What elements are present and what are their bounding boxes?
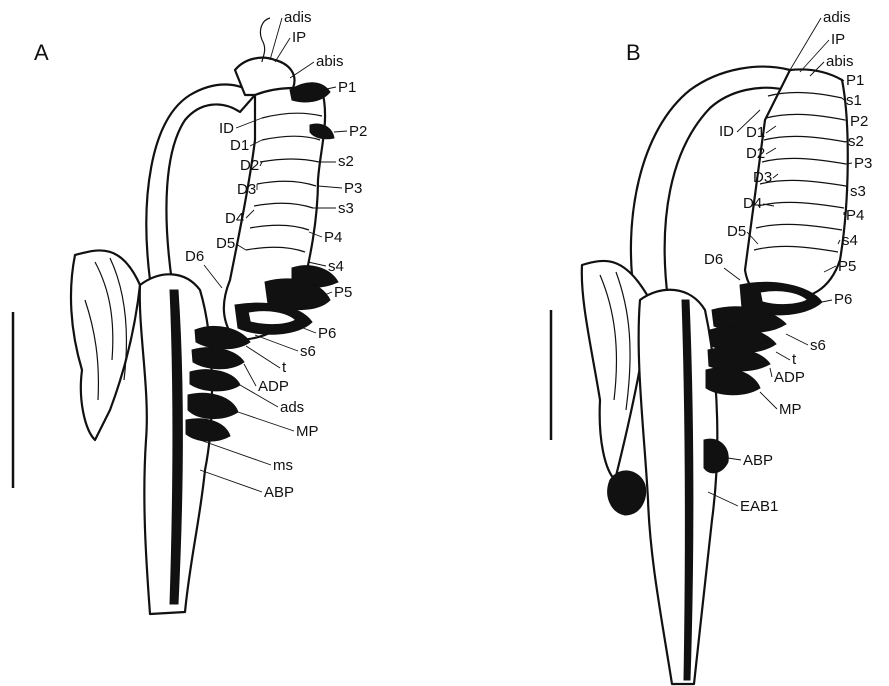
label-b-D1: D1 — [746, 124, 765, 141]
label-b-P6: P6 — [834, 291, 852, 308]
label-a-P4: P4 — [324, 229, 342, 246]
label-a-ID: ID — [219, 120, 234, 137]
lobe-mp-b — [706, 368, 760, 395]
label-a-ABP: ABP — [264, 484, 294, 501]
label-a-s4: s4 — [328, 258, 344, 275]
label-a-P2: P2 — [349, 123, 367, 140]
label-a-ms: ms — [273, 457, 293, 474]
label-a-abis: abis — [316, 53, 344, 70]
label-a-D2: D2 — [240, 157, 259, 174]
label-b-adis: adis — [823, 9, 851, 26]
label-a-t: t — [282, 359, 287, 376]
label-a-s3: s3 — [338, 200, 354, 217]
label-a-adis: adis — [284, 9, 312, 26]
label-b-ID: ID — [719, 123, 734, 140]
label-b-s2: s2 — [848, 133, 864, 150]
label-b-D3: D3 — [753, 169, 772, 186]
label-a-ads: ads — [280, 399, 304, 416]
label-b-abis: abis — [826, 53, 854, 70]
label-b-s6: s6 — [810, 337, 826, 354]
label-a-P3: P3 — [344, 180, 362, 197]
label-a-s6: s6 — [300, 343, 316, 360]
lobe-abp-b — [704, 439, 728, 473]
label-b-P5: P5 — [838, 258, 856, 275]
label-a-MP: MP — [296, 423, 319, 440]
label-b-D6: D6 — [704, 251, 723, 268]
panel-letter-b: B — [626, 40, 641, 65]
label-a-s2: s2 — [338, 153, 354, 170]
label-b-P3: P3 — [854, 155, 872, 172]
label-b-s1: s1 — [846, 92, 862, 109]
label-a-IP: IP — [292, 29, 306, 46]
label-b-MP: MP — [779, 401, 802, 418]
label-a-P5: P5 — [334, 284, 352, 301]
label-b-P2: P2 — [850, 113, 868, 130]
label-b-ADP: ADP — [774, 369, 805, 386]
label-a-D6: D6 — [185, 248, 204, 265]
label-b-s3: s3 — [850, 183, 866, 200]
label-a-D5: D5 — [216, 235, 235, 252]
label-a-D1: D1 — [230, 137, 249, 154]
label-b-EAB1: EAB1 — [740, 498, 778, 515]
label-b-ABP: ABP — [743, 452, 773, 469]
label-b-D2: D2 — [746, 145, 765, 162]
lobe-mp-a — [188, 393, 238, 418]
label-a-D4: D4 — [225, 210, 244, 227]
specimen-b-body — [639, 290, 718, 684]
label-a-ADP: ADP — [258, 378, 289, 395]
label-a-P6: P6 — [318, 325, 336, 342]
panel-a: A — [13, 9, 367, 614]
label-b-t: t — [792, 351, 797, 368]
label-b-P4: P4 — [846, 207, 864, 224]
label-a-P1: P1 — [338, 79, 356, 96]
label-b-D4: D4 — [743, 195, 762, 212]
label-b-IP: IP — [831, 31, 845, 48]
label-b-s4: s4 — [842, 232, 858, 249]
panel-letter-a: A — [34, 40, 49, 65]
panel-b: B adis I — [551, 9, 872, 684]
specimen-b-bulb — [608, 471, 646, 515]
label-b-P1: P1 — [846, 72, 864, 89]
specimen-a-fin — [71, 250, 140, 440]
label-a-D3: D3 — [237, 181, 256, 198]
label-b-D5: D5 — [727, 223, 746, 240]
